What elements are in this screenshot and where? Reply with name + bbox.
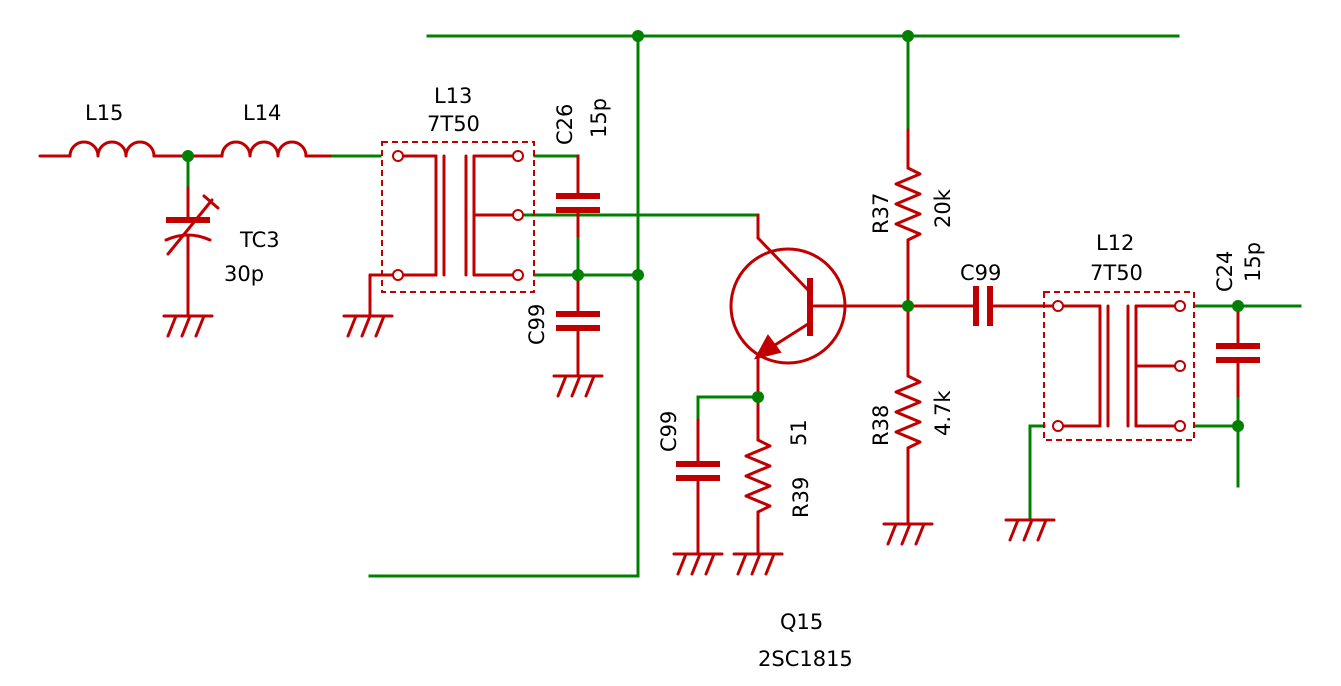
r39-value-label: 51 <box>787 419 811 446</box>
c99-bypass-label: C99 <box>525 304 549 345</box>
r38-value-label: 4.7k <box>931 390 955 436</box>
l12-transformer <box>1004 291 1195 542</box>
l15-label: L15 <box>85 101 123 125</box>
junction-dot <box>182 150 194 162</box>
tc3-label: TC3 <box>239 228 280 252</box>
junction-dot <box>632 269 644 281</box>
wires <box>186 34 1302 578</box>
c26-capacitor <box>556 154 600 238</box>
r38-resistor <box>882 304 934 546</box>
junction-dot <box>752 391 764 403</box>
q15-transistor <box>729 213 910 399</box>
labels: L15 L14 L13 7T50 TC3 30p C26 15p C99 C99… <box>85 84 1265 671</box>
c99-coupling-label: C99 <box>960 261 1001 285</box>
r37-resistor <box>894 128 922 308</box>
c24-capacitor <box>1216 304 1260 398</box>
junction-dot <box>902 300 914 312</box>
c24-value-label: 15p <box>1241 242 1265 282</box>
l15-inductor <box>38 140 190 158</box>
c99-coupling-capacitor <box>906 286 1056 326</box>
l14-inductor <box>186 140 332 158</box>
junction-dot <box>632 30 644 42</box>
r37-label: R37 <box>869 193 893 234</box>
c26-value-label: 15p <box>587 98 611 138</box>
r38-label: R38 <box>869 405 893 446</box>
junction-dot <box>902 30 914 42</box>
r39-label: R39 <box>789 477 813 518</box>
junction-dot <box>1232 300 1244 312</box>
l13-label: L13 <box>434 84 472 108</box>
tc3-trimmer-capacitor <box>162 186 220 338</box>
c99-emitter-capacitor <box>672 418 724 576</box>
l13-transformer <box>342 141 535 338</box>
l14-label: L14 <box>243 101 281 125</box>
r37-value-label: 20k <box>931 188 955 228</box>
l13-type-label: 7T50 <box>427 112 480 136</box>
c24-label: C24 <box>1213 251 1237 292</box>
l12-type-label: 7T50 <box>1090 261 1143 285</box>
c26-label: C26 <box>553 104 577 145</box>
r39-resistor <box>732 395 784 576</box>
c99-emitter-label: C99 <box>657 411 681 452</box>
tc3-value-label: 30p <box>224 262 264 286</box>
junctions <box>182 30 1244 432</box>
junction-dot <box>572 269 584 281</box>
c99-bypass-capacitor <box>552 273 604 398</box>
junction-dot <box>1232 420 1244 432</box>
l12-label: L12 <box>1096 231 1134 255</box>
q15-type-label: 2SC1815 <box>758 647 853 671</box>
q15-label: Q15 <box>780 610 823 634</box>
